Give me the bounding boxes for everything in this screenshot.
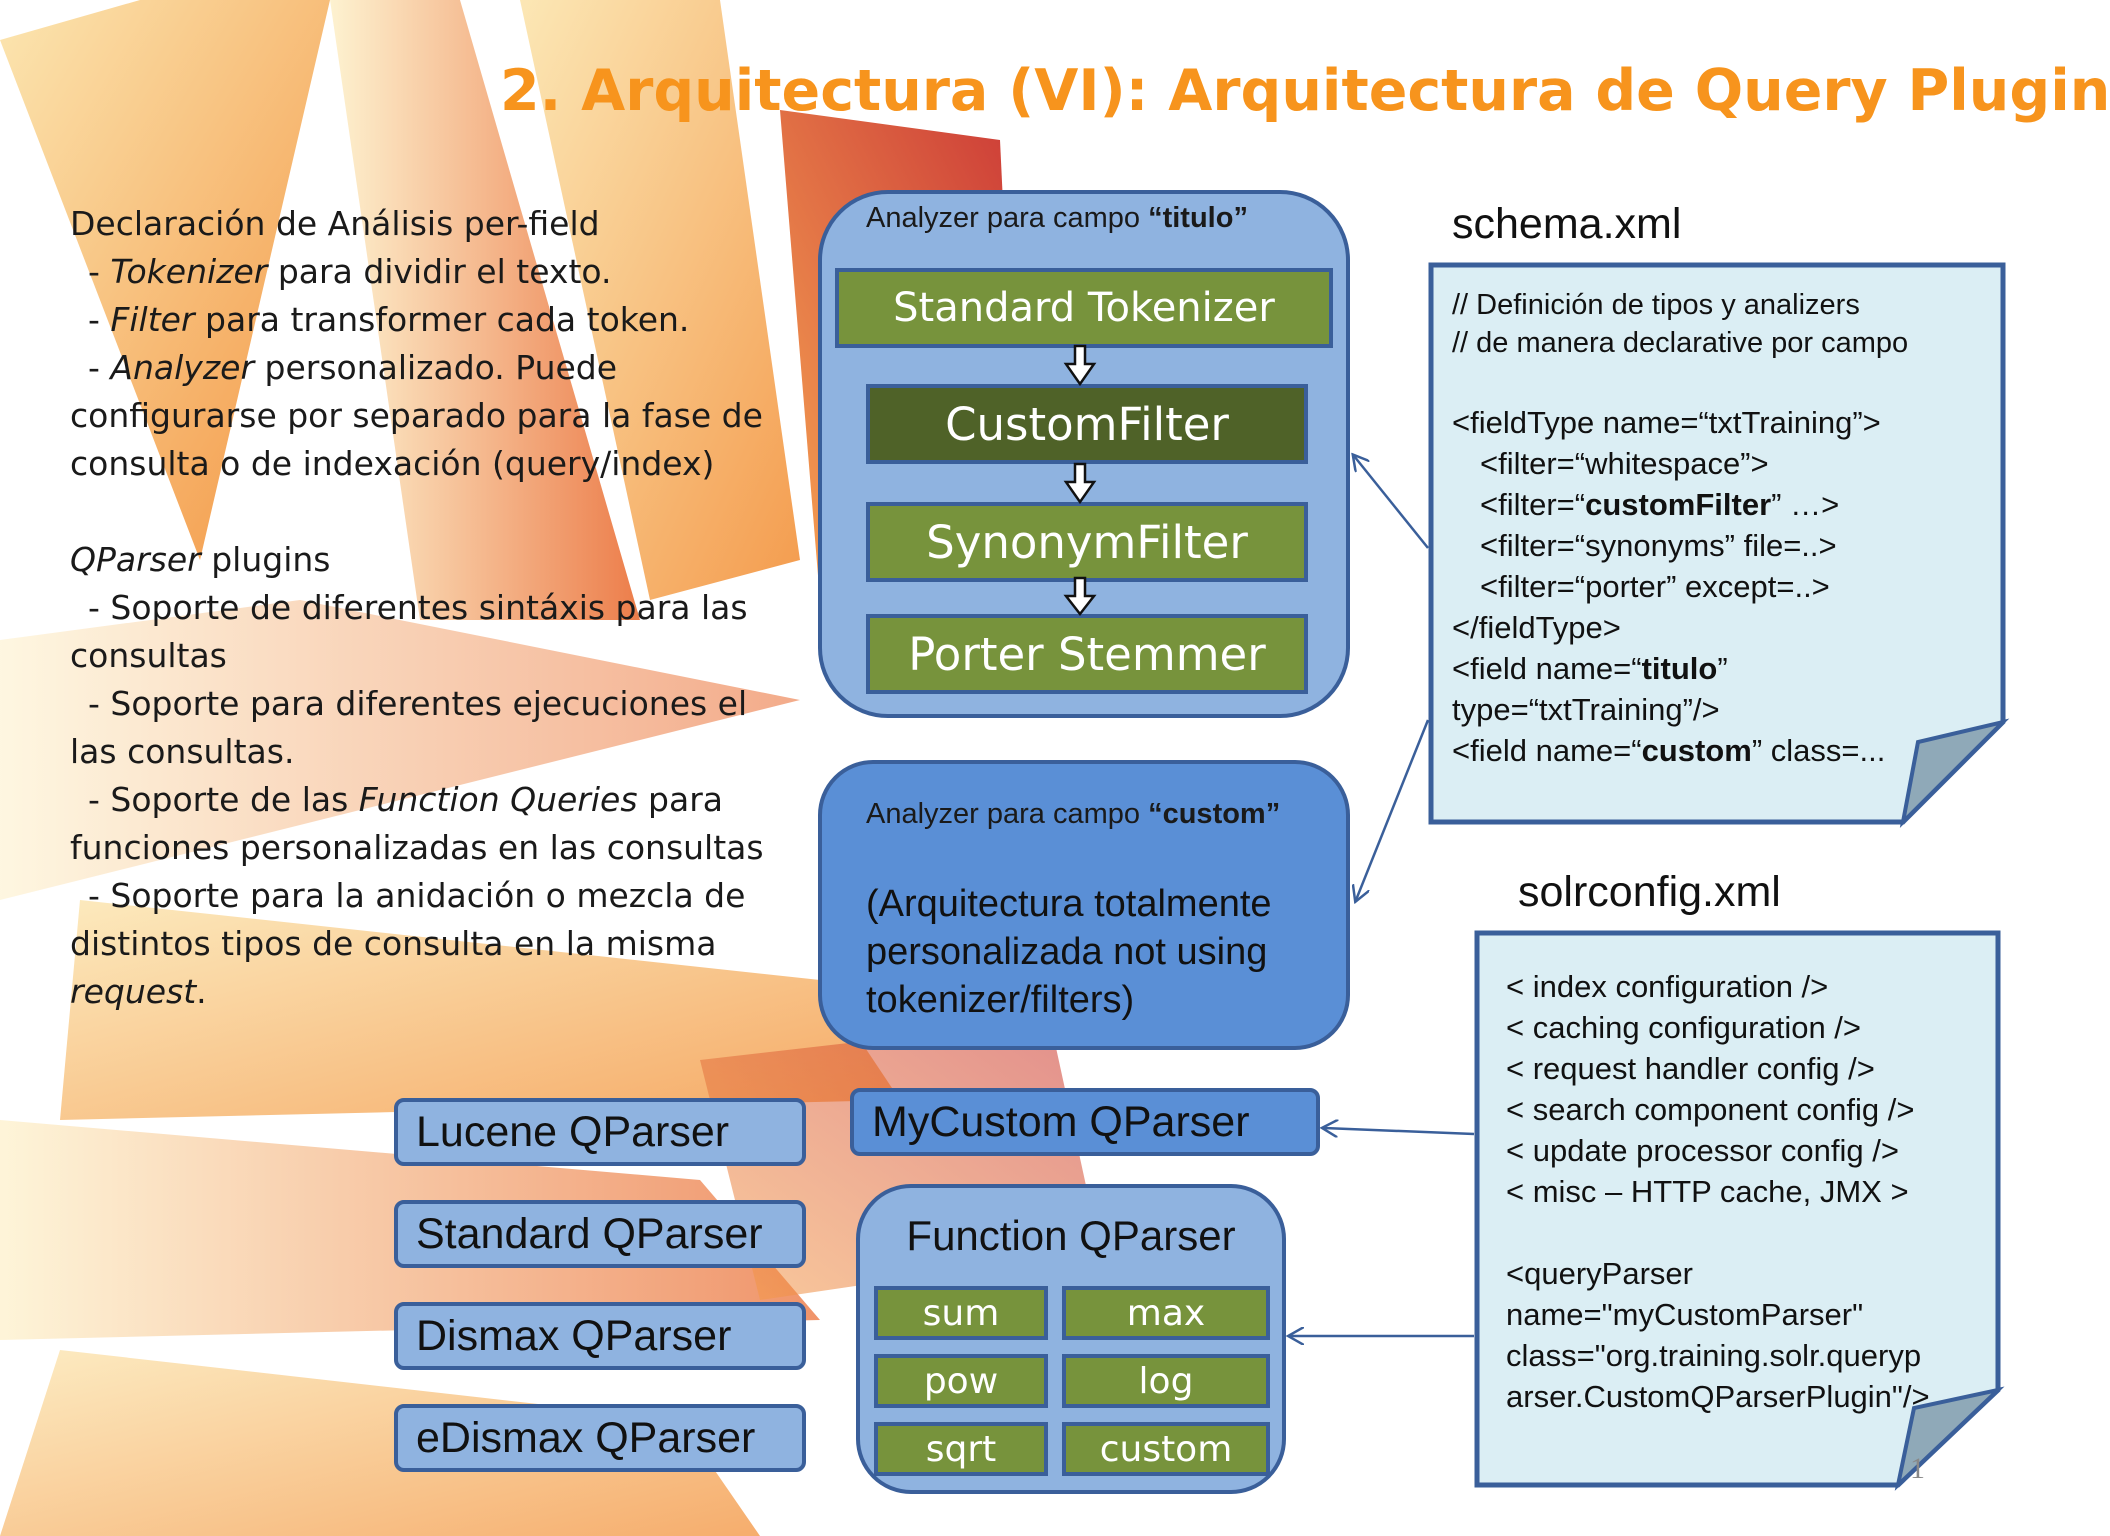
solr-line: < update processor config />	[1506, 1133, 1899, 1168]
slide-title: 2. Arquitectura (VI): Arquitectura de Qu…	[500, 58, 2110, 124]
solr-line: arser.CustomQParserPlugin"/>	[1506, 1379, 1930, 1414]
analysis-heading: Declaración de Análisis per-field	[70, 204, 600, 243]
lucene-qparser-box: Lucene QParser	[394, 1098, 806, 1166]
schema-note-shape	[1428, 262, 2010, 828]
filter-line: - Filter para transformer cada token.	[88, 300, 690, 339]
solr-line: < caching configuration />	[1506, 1010, 1862, 1045]
fn-sum: sum	[874, 1286, 1048, 1340]
schema-to-custom-arrow	[1356, 719, 1430, 900]
support-4c: request.	[70, 972, 207, 1011]
analyzer-line: - Analyzer personalizado. Puede	[88, 348, 618, 387]
solr-line: < request handler config />	[1506, 1051, 1875, 1086]
down-arrow-icon	[1063, 576, 1097, 617]
mycustom-qparser-box: MyCustom QParser	[850, 1088, 1320, 1156]
standard-tokenizer-box: Standard Tokenizer	[835, 268, 1333, 348]
support-2b: las consultas.	[70, 732, 295, 771]
solr-line: < search component config />	[1506, 1092, 1915, 1127]
down-arrow-icon	[1063, 344, 1097, 387]
support-1b: consultas	[70, 636, 227, 675]
titulo-analyzer-label: Analyzer para campo “titulo”	[866, 202, 1248, 234]
tokenizer-line: - Tokenizer para dividir el texto.	[88, 252, 612, 291]
schema-heading: schema.xml	[1452, 200, 1682, 248]
schema-content: // Definición de tipos y analizers // de…	[1452, 289, 1909, 768]
page-number: 1	[1910, 1452, 1925, 1485]
solrconfig-content: < index configuration /> < caching confi…	[1506, 966, 1930, 1417]
fn-sqrt: sqrt	[874, 1422, 1048, 1476]
flow-arrows	[1063, 344, 1097, 617]
fn-max: max	[1062, 1286, 1270, 1340]
fn-custom: custom	[1062, 1422, 1270, 1476]
support-2: - Soporte para diferentes ejecuciones el	[88, 684, 748, 723]
folded-corner-icon	[1894, 1386, 2005, 1491]
connector-arrows	[0, 0, 1475, 1536]
function-qparser-title: Function QParser	[906, 1212, 1236, 1259]
solr-line: <queryParser	[1506, 1256, 1693, 1291]
support-1: - Soporte de diferentes sintáxis para la…	[88, 588, 748, 627]
dismax-qparser-box: Dismax QParser	[394, 1302, 806, 1370]
solr-line: name="myCustomParser"	[1506, 1297, 1864, 1332]
solrconfig-note-shape	[1474, 930, 2005, 1491]
support-3: - Soporte de las Function Queries para	[88, 780, 723, 819]
fn-pow: pow	[874, 1354, 1048, 1408]
left-description: Declaración de Análisis per-field - Toke…	[70, 200, 790, 1016]
solr-line: < index configuration />	[1506, 969, 1829, 1004]
support-3c: funciones personalizadas en las consulta…	[70, 828, 764, 867]
down-arrow-icon	[1063, 462, 1097, 505]
solr-line: class="org.training.solr.queryp	[1506, 1338, 1922, 1373]
analyzer-line-3: consulta o de indexación (query/index)	[70, 444, 715, 483]
custom-analyzer-panel	[818, 760, 1350, 1050]
custom-analyzer-description: (Arquitectura totalmente personalizada n…	[866, 883, 1272, 1021]
solrconfig-to-mycustom-arrow	[1324, 1128, 1475, 1134]
support-4: - Soporte para la anidación o mezcla de	[88, 876, 746, 915]
support-4b: distintos tipos de consulta en la misma	[70, 924, 717, 963]
custom-analyzer-label: Analyzer para campo “custom”	[866, 798, 1281, 830]
folded-corner-icon	[1899, 718, 2010, 828]
standard-qparser-box: Standard QParser	[394, 1200, 806, 1268]
schema-to-titulo-arrow	[1354, 456, 1429, 549]
porter-stemmer-box: Porter Stemmer	[866, 614, 1308, 694]
custom-filter-box: CustomFilter	[866, 384, 1308, 464]
synonym-filter-box: SynonymFilter	[866, 502, 1308, 582]
solrconfig-heading: solrconfig.xml	[1518, 868, 1781, 916]
fn-log: log	[1062, 1354, 1270, 1408]
qparser-heading: QParser plugins	[70, 540, 331, 579]
solr-line: < misc – HTTP cache, JMX >	[1506, 1174, 1909, 1209]
edismax-qparser-box: eDismax QParser	[394, 1404, 806, 1472]
analyzer-line-2: configurarse por separado para la fase d…	[70, 396, 763, 435]
